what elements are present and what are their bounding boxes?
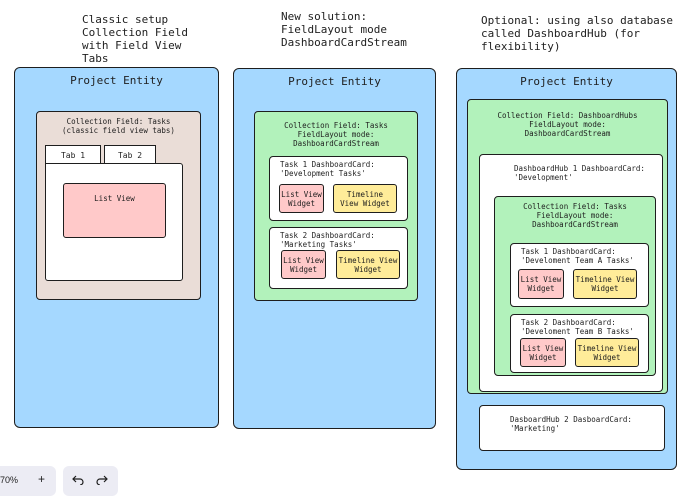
- card-title: Task 2 DashboardCard: 'Marketing Tasks': [280, 231, 375, 249]
- collection-field-label: Collection Field: Tasks FieldLayout mode…: [523, 202, 627, 229]
- timeline-view-widget[interactable]: Timeline View Widget: [333, 184, 397, 213]
- collection-field-label: Collection Field: DashboardHubs FieldLay…: [497, 111, 638, 138]
- undo-redo-group[interactable]: [63, 466, 118, 496]
- heading-optional-hub: Optional: using also database called Das…: [481, 14, 674, 53]
- list-view[interactable]: List View: [63, 183, 166, 238]
- hub-title: DasboardHub 2 DasboardCard: 'Marketing': [510, 415, 632, 433]
- card-title: Task 2 DashboardCard: 'Develoment Team B…: [521, 318, 634, 336]
- list-view-widget[interactable]: List View Widget: [518, 269, 564, 299]
- entity-title: Project Entity: [70, 74, 163, 87]
- redo-icon[interactable]: [96, 475, 108, 485]
- card-title: Task 1 DashboardCard: 'Development Tasks…: [280, 160, 375, 178]
- list-view-widget[interactable]: List View Widget: [281, 250, 326, 279]
- tab-1[interactable]: Tab 1: [45, 145, 101, 164]
- card-title: Task 1 DashboardCard: 'Develoment Team A…: [521, 247, 634, 265]
- heading-classic-setup: Classic setup Collection Field with Fiel…: [82, 13, 188, 65]
- timeline-view-widget[interactable]: Timeline View Widget: [575, 338, 639, 367]
- timeline-view-widget[interactable]: Timeline View Widget: [573, 269, 637, 299]
- zoom-control[interactable]: 70% +: [0, 466, 56, 496]
- heading-new-solution: New solution: FieldLayout mode Dashboard…: [281, 10, 407, 49]
- zoom-in-button[interactable]: +: [38, 472, 46, 486]
- entity-title: Project Entity: [288, 75, 381, 88]
- dashboard-hub-marketing[interactable]: DasboardHub 2 DasboardCard: 'Marketing': [479, 405, 665, 451]
- undo-icon[interactable]: [72, 475, 84, 485]
- tab-2[interactable]: Tab 2: [104, 145, 156, 164]
- zoom-level: 70%: [0, 475, 19, 485]
- hub-title: DashboardHub 1 DashboardCard: 'Developme…: [514, 164, 645, 182]
- list-view-widget[interactable]: List View Widget: [520, 338, 566, 367]
- timeline-view-widget[interactable]: Timeline View Widget: [336, 250, 400, 279]
- entity-title: Project Entity: [520, 75, 613, 88]
- collection-field-label: Collection Field: Tasks FieldLayout mode…: [284, 121, 388, 148]
- list-view-widget[interactable]: List View Widget: [279, 184, 324, 213]
- collection-field-label: Collection Field: Tasks (classic field v…: [62, 117, 175, 135]
